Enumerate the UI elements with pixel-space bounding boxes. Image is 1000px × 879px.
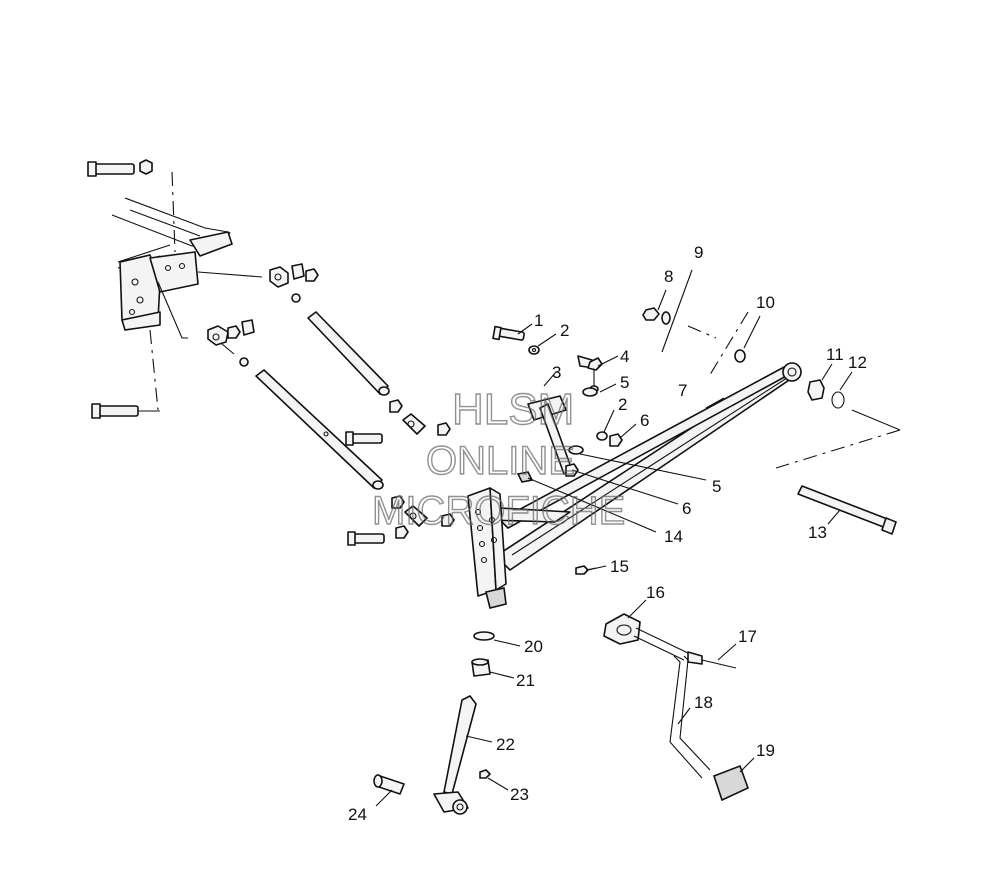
callout-10: 10: [756, 293, 775, 312]
frame-top-bolt: [87, 159, 153, 177]
callout-18: 18: [694, 693, 713, 712]
upper-hardware: [492, 325, 623, 575]
callout-1: 1: [534, 311, 543, 330]
callout-24: 24: [348, 805, 367, 824]
callout-22: 22: [496, 735, 515, 754]
callout-15: 15: [610, 557, 629, 576]
watermark: HLSM ONLINE MICROFICHE: [371, 384, 626, 533]
callout-3: 3: [552, 363, 561, 382]
callout-8: 8: [664, 267, 673, 286]
lower-tie-rod: [207, 319, 455, 527]
brake-pedal-assembly: [603, 613, 750, 802]
callout-7: 7: [678, 381, 687, 400]
callout-6b: 6: [682, 499, 691, 518]
frame-lower-bolt: [91, 403, 160, 419]
callout-5b: 5: [712, 477, 721, 496]
callout-20: 20: [524, 637, 543, 656]
callout-9: 9: [694, 243, 703, 262]
callout-23: 23: [510, 785, 529, 804]
pivot-hardware: [642, 307, 901, 535]
callout-labels: 1 2 3 4 5 2 6 7 8 9 10 11 12 5 6 13 14 1…: [348, 243, 867, 824]
upper-tie-rod: [269, 263, 451, 436]
callout-16: 16: [646, 583, 665, 602]
steering-shaft-assembly: [373, 631, 495, 815]
watermark-line1: HLSM: [452, 385, 574, 434]
callout-21: 21: [516, 671, 535, 690]
watermark-line3: MICROFICHE: [372, 489, 625, 533]
leader-lines: [375, 269, 853, 807]
callout-4: 4: [620, 347, 629, 366]
callout-14: 14: [664, 527, 683, 546]
steering-post-bolts: [345, 431, 409, 546]
callout-12: 12: [848, 353, 867, 372]
callout-17: 17: [738, 627, 757, 646]
callout-19: 19: [756, 741, 775, 760]
frame-mount-bracket: [87, 159, 263, 419]
callout-6a: 6: [640, 411, 649, 430]
callout-11: 11: [826, 345, 844, 364]
callout-2a: 2: [560, 321, 569, 340]
watermark-line2: ONLINE: [426, 439, 575, 483]
callout-2b: 2: [618, 395, 627, 414]
callout-5a: 5: [620, 373, 629, 392]
callout-13: 13: [808, 523, 827, 542]
